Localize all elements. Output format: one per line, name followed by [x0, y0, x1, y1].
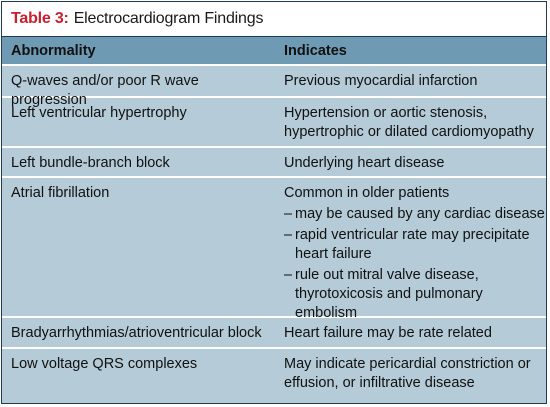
sub-point-text: rapid ventricular rate may precipitate h…: [295, 227, 530, 262]
table-label: Table 3:: [11, 10, 69, 27]
cell-abnormality: Low voltage QRS complexes: [11, 356, 198, 372]
cell-abnormality: Left bundle-branch block: [11, 155, 170, 171]
sub-point-text: may be caused by any cardiac disease: [295, 206, 545, 222]
cell-indicates: May indicate pericardial constriction or…: [284, 356, 531, 391]
table-title-bar: Table 3: Electrocardiogram Findings: [2, 2, 546, 37]
cell-indicates: Underlying heart disease: [284, 155, 445, 171]
cell-indicates: Previous myocardial infarction: [284, 73, 478, 89]
table-row: Bradyarrhythmias/atrioventricular block …: [2, 318, 546, 349]
header-abnormality: Abnormality: [11, 42, 96, 59]
sub-point: – rapid ventricular rate may precipitate…: [284, 226, 546, 264]
table-title: Electrocardiogram Findings: [73, 10, 264, 27]
sub-point: – may be caused by any cardiac disease: [284, 205, 546, 224]
cell-indicates: Hypertension or aortic stenosis, hypertr…: [284, 105, 534, 140]
dash-bullet-icon: –: [284, 206, 293, 222]
cell-abnormality: Bradyarrhythmias/atrioventricular block: [11, 325, 262, 341]
table-row: Low voltage QRS complexes May indicate p…: [2, 349, 546, 403]
cell-indicates-list: Common in older patients – may be caused…: [274, 178, 546, 321]
sub-point-text: rule out mitral valve disease, thyrotoxi…: [295, 267, 483, 321]
cell-abnormality: Atrial fibrillation: [11, 185, 110, 201]
sub-point: – rule out mitral valve disease, thyroto…: [284, 266, 546, 323]
table-row: Q-waves and/or poor R wave progression P…: [2, 66, 546, 108]
header-indicates: Indicates: [284, 42, 347, 59]
dash-bullet-icon: –: [284, 227, 293, 243]
table-row: Atrial fibrillation Common in older pati…: [2, 178, 546, 321]
cell-indicates: Common in older patients: [284, 185, 450, 201]
table-row: Left bundle-branch block Underlying hear…: [2, 148, 546, 178]
cell-indicates: Heart failure may be rate related: [284, 325, 492, 341]
cell-abnormality: Left ventricular hypertrophy: [11, 105, 187, 121]
dash-bullet-icon: –: [284, 267, 293, 283]
table-row: Left ventricular hypertrophy Hypertensio…: [2, 98, 546, 148]
table-header-row: Abnormality Indicates: [2, 37, 546, 66]
cell-abnormality: Q-waves and/or poor R wave progression: [11, 73, 199, 108]
